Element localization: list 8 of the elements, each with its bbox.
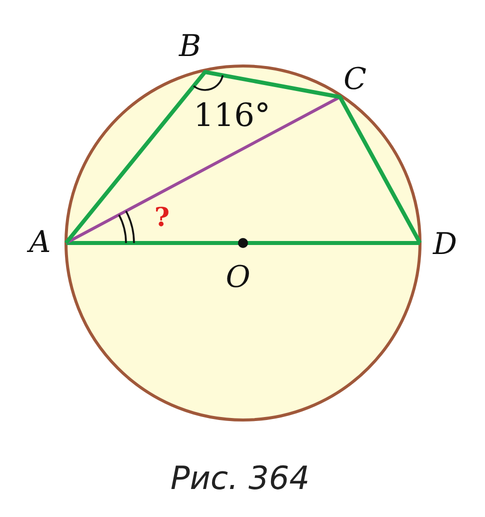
unknown-angle-mark: ? <box>154 205 170 231</box>
figure-caption: Рис. 364 <box>170 462 310 494</box>
point-label: O <box>226 263 250 293</box>
point-label: D <box>432 230 458 260</box>
angle-label: 116° <box>193 99 271 131</box>
point-label: C <box>344 65 366 95</box>
point-label: B <box>178 32 202 62</box>
point-label: A <box>29 228 51 258</box>
